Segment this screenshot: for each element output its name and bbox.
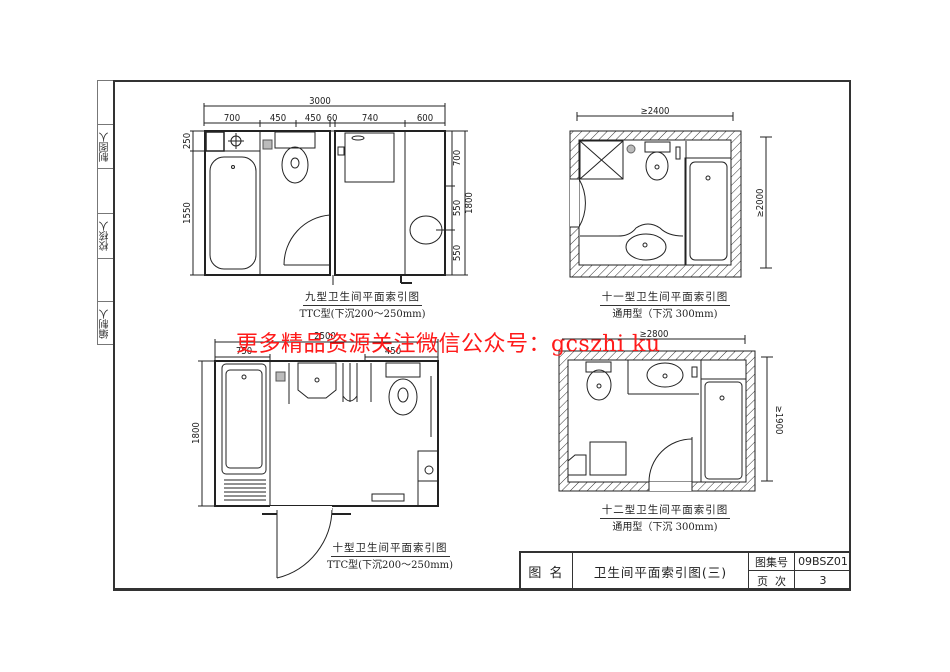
type9-dim-overall: 3000 [309, 96, 331, 107]
type9-dim-3: 450 [305, 113, 321, 124]
type12-caption: 十二型卫生间平面索引图 通用型（下沉 300mm) [570, 503, 760, 535]
type10-title: 十型卫生间平面索引图 [330, 541, 450, 557]
signature-strip: 制图人 校核人 编制人 [97, 80, 113, 345]
type9-dim-6: 600 [417, 113, 433, 124]
plan-type10 [198, 339, 439, 579]
type9-caption: 九型卫生间平面索引图 TTC型(下沉200～250mm) [265, 290, 460, 322]
type12-title: 十二型卫生间平面索引图 [599, 503, 731, 519]
title-block: 图 名 卫生间平面索引图(三) 图集号 09BSZ01 页 次 3 [519, 551, 851, 590]
plan-type11 [569, 112, 772, 278]
type9-dim-right-overall: 1800 [464, 192, 475, 214]
title-block-atlas-value: 09BSZ01 [795, 553, 851, 571]
type9-dim-2: 450 [270, 113, 286, 124]
type9-title: 九型卫生间平面索引图 [303, 290, 422, 306]
plan-type12 [558, 335, 773, 492]
signature-cell-checker: 校核人 [98, 214, 113, 259]
type9-subtitle: TTC型(下沉200～250mm) [299, 309, 426, 320]
watermark-text: 更多精品资源关注微信公众号：gcszhi ku [236, 332, 661, 357]
title-block-page-value: 3 [819, 574, 827, 587]
signature-blank-2 [98, 169, 113, 214]
type12-dim-right: ≥1900 [773, 406, 784, 435]
type11-subtitle: 通用型（下沉 300mm) [612, 309, 718, 320]
plan-type9 [190, 103, 468, 285]
type10-dim-overall: 2500 [314, 331, 336, 342]
type9-dim-1: 700 [224, 113, 240, 124]
title-block-name-label: 图 名 [521, 553, 573, 590]
type10-dim-2: 450 [385, 346, 401, 357]
type12-dim-top: ≥2800 [640, 329, 669, 340]
type10-dim-1: 750 [236, 346, 252, 357]
type9-dim-4: 60 [327, 113, 338, 124]
type9-dim-5: 740 [362, 113, 378, 124]
signature-blank-1 [98, 81, 113, 125]
type12-subtitle: 通用型（下沉 300mm) [612, 522, 718, 533]
title-block-drawing-name: 卫生间平面索引图(三) [573, 553, 749, 590]
signature-blank-3 [98, 259, 113, 302]
type11-caption: 十一型卫生间平面索引图 通用型（下沉 300mm) [570, 290, 760, 322]
type11-dim-right: ≥2000 [755, 189, 766, 218]
type11-dim-top: ≥2400 [641, 106, 670, 117]
type9-dim-right-3: 550 [452, 245, 463, 261]
type11-title: 十一型卫生间平面索引图 [599, 290, 731, 306]
signature-cell-drafter: 制图人 [98, 125, 113, 169]
title-block-page-label: 页 次 [749, 571, 795, 590]
type9-dim-left-2: 1550 [182, 202, 193, 224]
type10-dim-left: 1800 [191, 422, 202, 444]
type9-dim-left-1: 250 [182, 133, 193, 149]
type9-dim-right-2: 550 [452, 200, 463, 216]
type10-caption: 十型卫生间平面索引图 TTC型(下沉200～250mm) [315, 541, 465, 573]
type10-subtitle: TTC型(下沉200～250mm) [326, 560, 454, 571]
title-block-atlas-label: 图集号 [749, 553, 795, 571]
type9-dim-right-1: 700 [452, 150, 463, 166]
